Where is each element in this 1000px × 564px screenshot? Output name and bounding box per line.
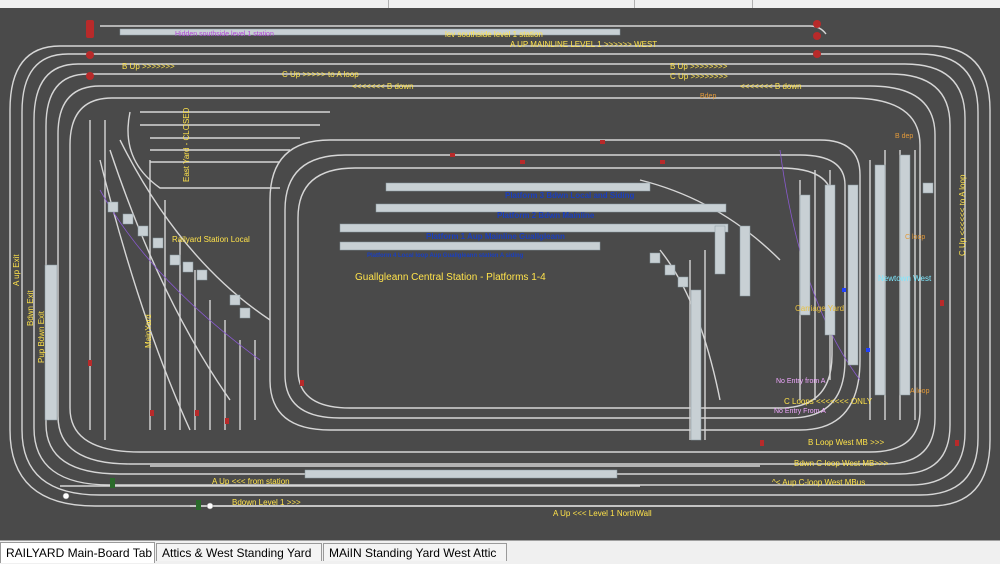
tab-main-standing-yard-west-attic[interactable]: MAiIN Standing Yard West Attic — [323, 543, 507, 561]
label-central-station: Guallgleann Central Station - Platforms … — [355, 272, 546, 283]
tab-attics-west-standing-yard[interactable]: Attics & West Standing Yard — [156, 543, 322, 561]
label-c-up-to-aloop: C Up >>>>> to A loop — [282, 70, 359, 79]
label-b-up-right: B Up >>>>>>>> — [670, 62, 728, 71]
label-hidden-southside: Hidden southside level 1 station — [175, 31, 274, 38]
label-platform1: Platform 1 Aup Mainline Guallgleann — [426, 232, 565, 241]
label-a-up-from-station: A Up <<< from station — [212, 477, 290, 486]
label-c-loops-only: C Loops <<<<<<< ONLY — [784, 397, 873, 406]
label-main-yard: MainYard — [144, 314, 153, 348]
layout-board[interactable]: Hidden southside level 1 station lev sou… — [0, 8, 1000, 540]
label-b-loop-west: B Loop West MB >>> — [808, 438, 885, 447]
label-pup-bdwn-exit: Pup Bdwn Exit — [37, 310, 46, 363]
title-separator — [752, 0, 753, 8]
label-c-loop-small: C loop — [905, 234, 926, 241]
buffer-stops — [62, 492, 214, 510]
label-b-dep-right: B dep — [895, 133, 914, 140]
label-bdown-level1: Bdown Level 1 >>> — [232, 498, 301, 507]
label-b-down-right: <<<<<<< B down — [740, 82, 802, 91]
label-bdep: Bdep — [700, 93, 717, 100]
label-aup-c-loop: ^< Aup C-loop West MBus — [772, 478, 866, 487]
label-c-up-right: C Up >>>>>>>> — [670, 72, 728, 81]
green-signals — [110, 478, 201, 510]
label-railyard-station-local: Railyard Station Local — [172, 235, 250, 244]
label-a-loop-small: A loop — [910, 388, 930, 395]
title-separator — [634, 0, 635, 8]
title-separator — [388, 0, 389, 8]
signals — [86, 20, 959, 446]
blue-markers — [842, 288, 870, 352]
label-carriage-yard: Carriage Yard — [795, 304, 845, 313]
label-no-entry-from-a: No Entry from A — [776, 378, 826, 385]
track-diagram[interactable] — [0, 8, 1000, 540]
label-east-yard: East Yard - CLOSED — [182, 107, 191, 182]
label-bdwn-c-loop: Bdwn C-loop West MB>>> — [794, 459, 889, 468]
track-lines — [9, 25, 991, 507]
label-platform3: Platform 3 Bdwn Local and Siding — [505, 191, 635, 200]
label-lev-southside: lev southside level 1 station — [445, 30, 543, 39]
label-a-up-mainline: A UP MAINLINE LEVEL 1 >>>>>> WEST — [510, 40, 658, 49]
label-no-entry-from-a2: No Entry From A — [774, 408, 826, 415]
label-platform2: Platform 2 Bdwn Mainline — [497, 211, 595, 220]
board-tab-bar: RAILYARD Main-Board Tab Attics & West St… — [0, 540, 1000, 564]
label-c-up-aloop-vertical: C Up <<<<<< to A loop — [958, 174, 967, 256]
label-a-up-exit: A up Exit — [12, 254, 21, 286]
label-platform4: Platform 4 Local loop Aup Guallgleann st… — [367, 253, 524, 259]
label-a-up-level1-northwall: A Up <<< Level 1 NorthWall — [553, 509, 652, 518]
label-b-up-left: B Up >>>>>>> — [122, 62, 175, 71]
label-b-down-left: <<<<<<< B down — [352, 82, 414, 91]
label-newtown-west: Newtown West — [878, 274, 932, 283]
platform-blocks — [44, 28, 934, 479]
label-bdwn-exit: Bdwn Exit — [26, 290, 35, 326]
tab-railyard-main-board[interactable]: RAILYARD Main-Board Tab — [0, 542, 155, 563]
